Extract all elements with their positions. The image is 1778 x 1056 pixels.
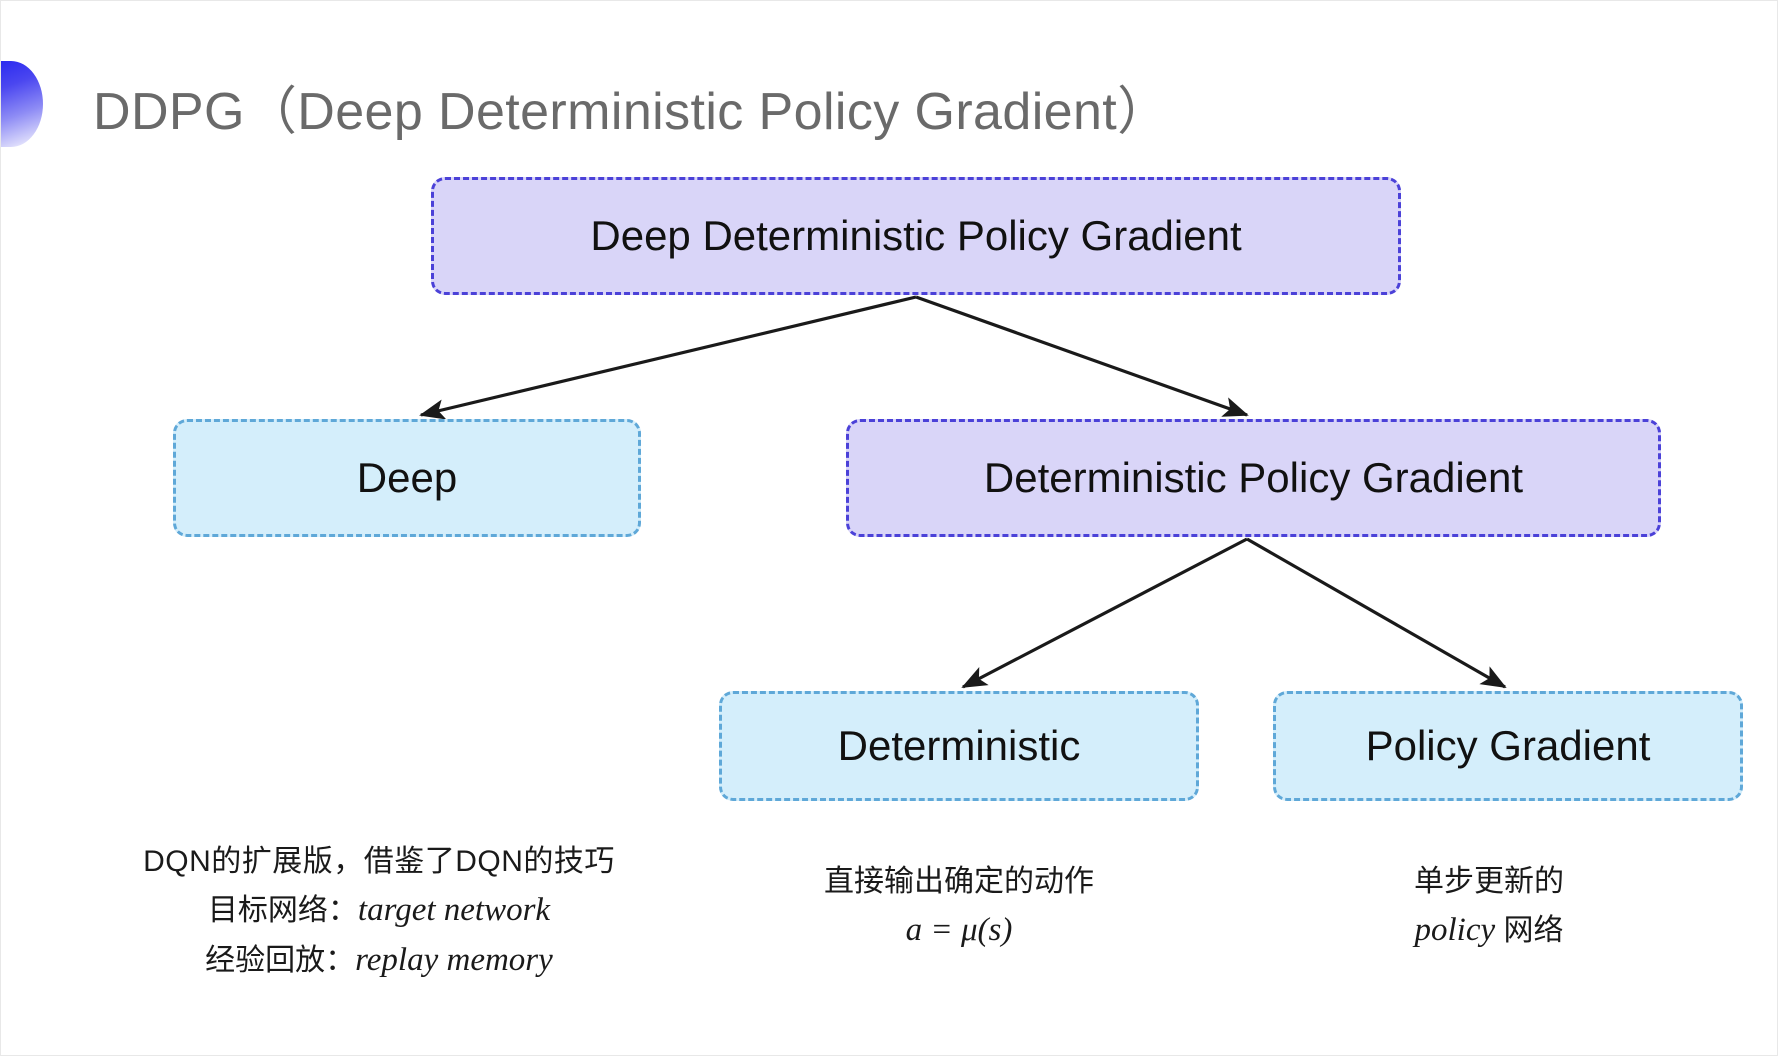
annotation-deterministic: 直接输出确定的动作 a = μ(s) <box>759 859 1159 955</box>
node-deterministic-policy-gradient[interactable]: Deterministic Policy Gradient <box>846 419 1661 537</box>
node-deterministic[interactable]: Deterministic <box>719 691 1199 801</box>
annotation-deterministic-line1: 直接输出确定的动作 <box>824 865 1094 898</box>
page-title: DDPG（Deep Deterministic Policy Gradient） <box>93 83 1170 141</box>
annotation-deep-line1: DQN的扩展版，借鉴了DQN的技巧 <box>143 845 615 878</box>
annotation-deep-line3: 经验回放：replay memory <box>99 935 659 985</box>
annotation-deep-line3-term: replay memory <box>355 941 553 978</box>
edge-root-dpg <box>915 295 1249 417</box>
edge-dpg-policy-gradient <box>1246 537 1507 689</box>
annotation-deep: DQN的扩展版，借鉴了DQN的技巧 目标网络：target network 经验… <box>99 839 659 985</box>
annotation-policy-gradient-term: policy <box>1414 911 1496 948</box>
annotation-policy-gradient-line1: 单步更新的 <box>1414 865 1564 898</box>
edge-dpg-deterministic <box>961 537 1248 689</box>
annotation-policy-gradient-line2: policy 网络 <box>1319 905 1659 955</box>
annotation-deep-line2-term: target network <box>357 891 551 928</box>
annotation-deterministic-formula: a = μ(s) <box>905 911 1013 948</box>
annotation-deep-line2-label: 目标网络： <box>207 893 358 927</box>
annotation-deep-line2: 目标网络：target network <box>99 885 659 935</box>
node-deep[interactable]: Deep <box>173 419 641 537</box>
node-deep-deterministic-policy-gradient[interactable]: Deep Deterministic Policy Gradient <box>431 177 1401 295</box>
annotation-deep-line3-label: 经验回放： <box>205 943 356 977</box>
half-circle-bullet-icon <box>1 61 43 147</box>
annotation-policy-gradient-suffix: 网络 <box>1495 913 1564 947</box>
annotation-policy-gradient: 单步更新的 policy 网络 <box>1319 859 1659 955</box>
node-policy-gradient[interactable]: Policy Gradient <box>1273 691 1743 801</box>
edge-root-deep <box>419 295 917 420</box>
